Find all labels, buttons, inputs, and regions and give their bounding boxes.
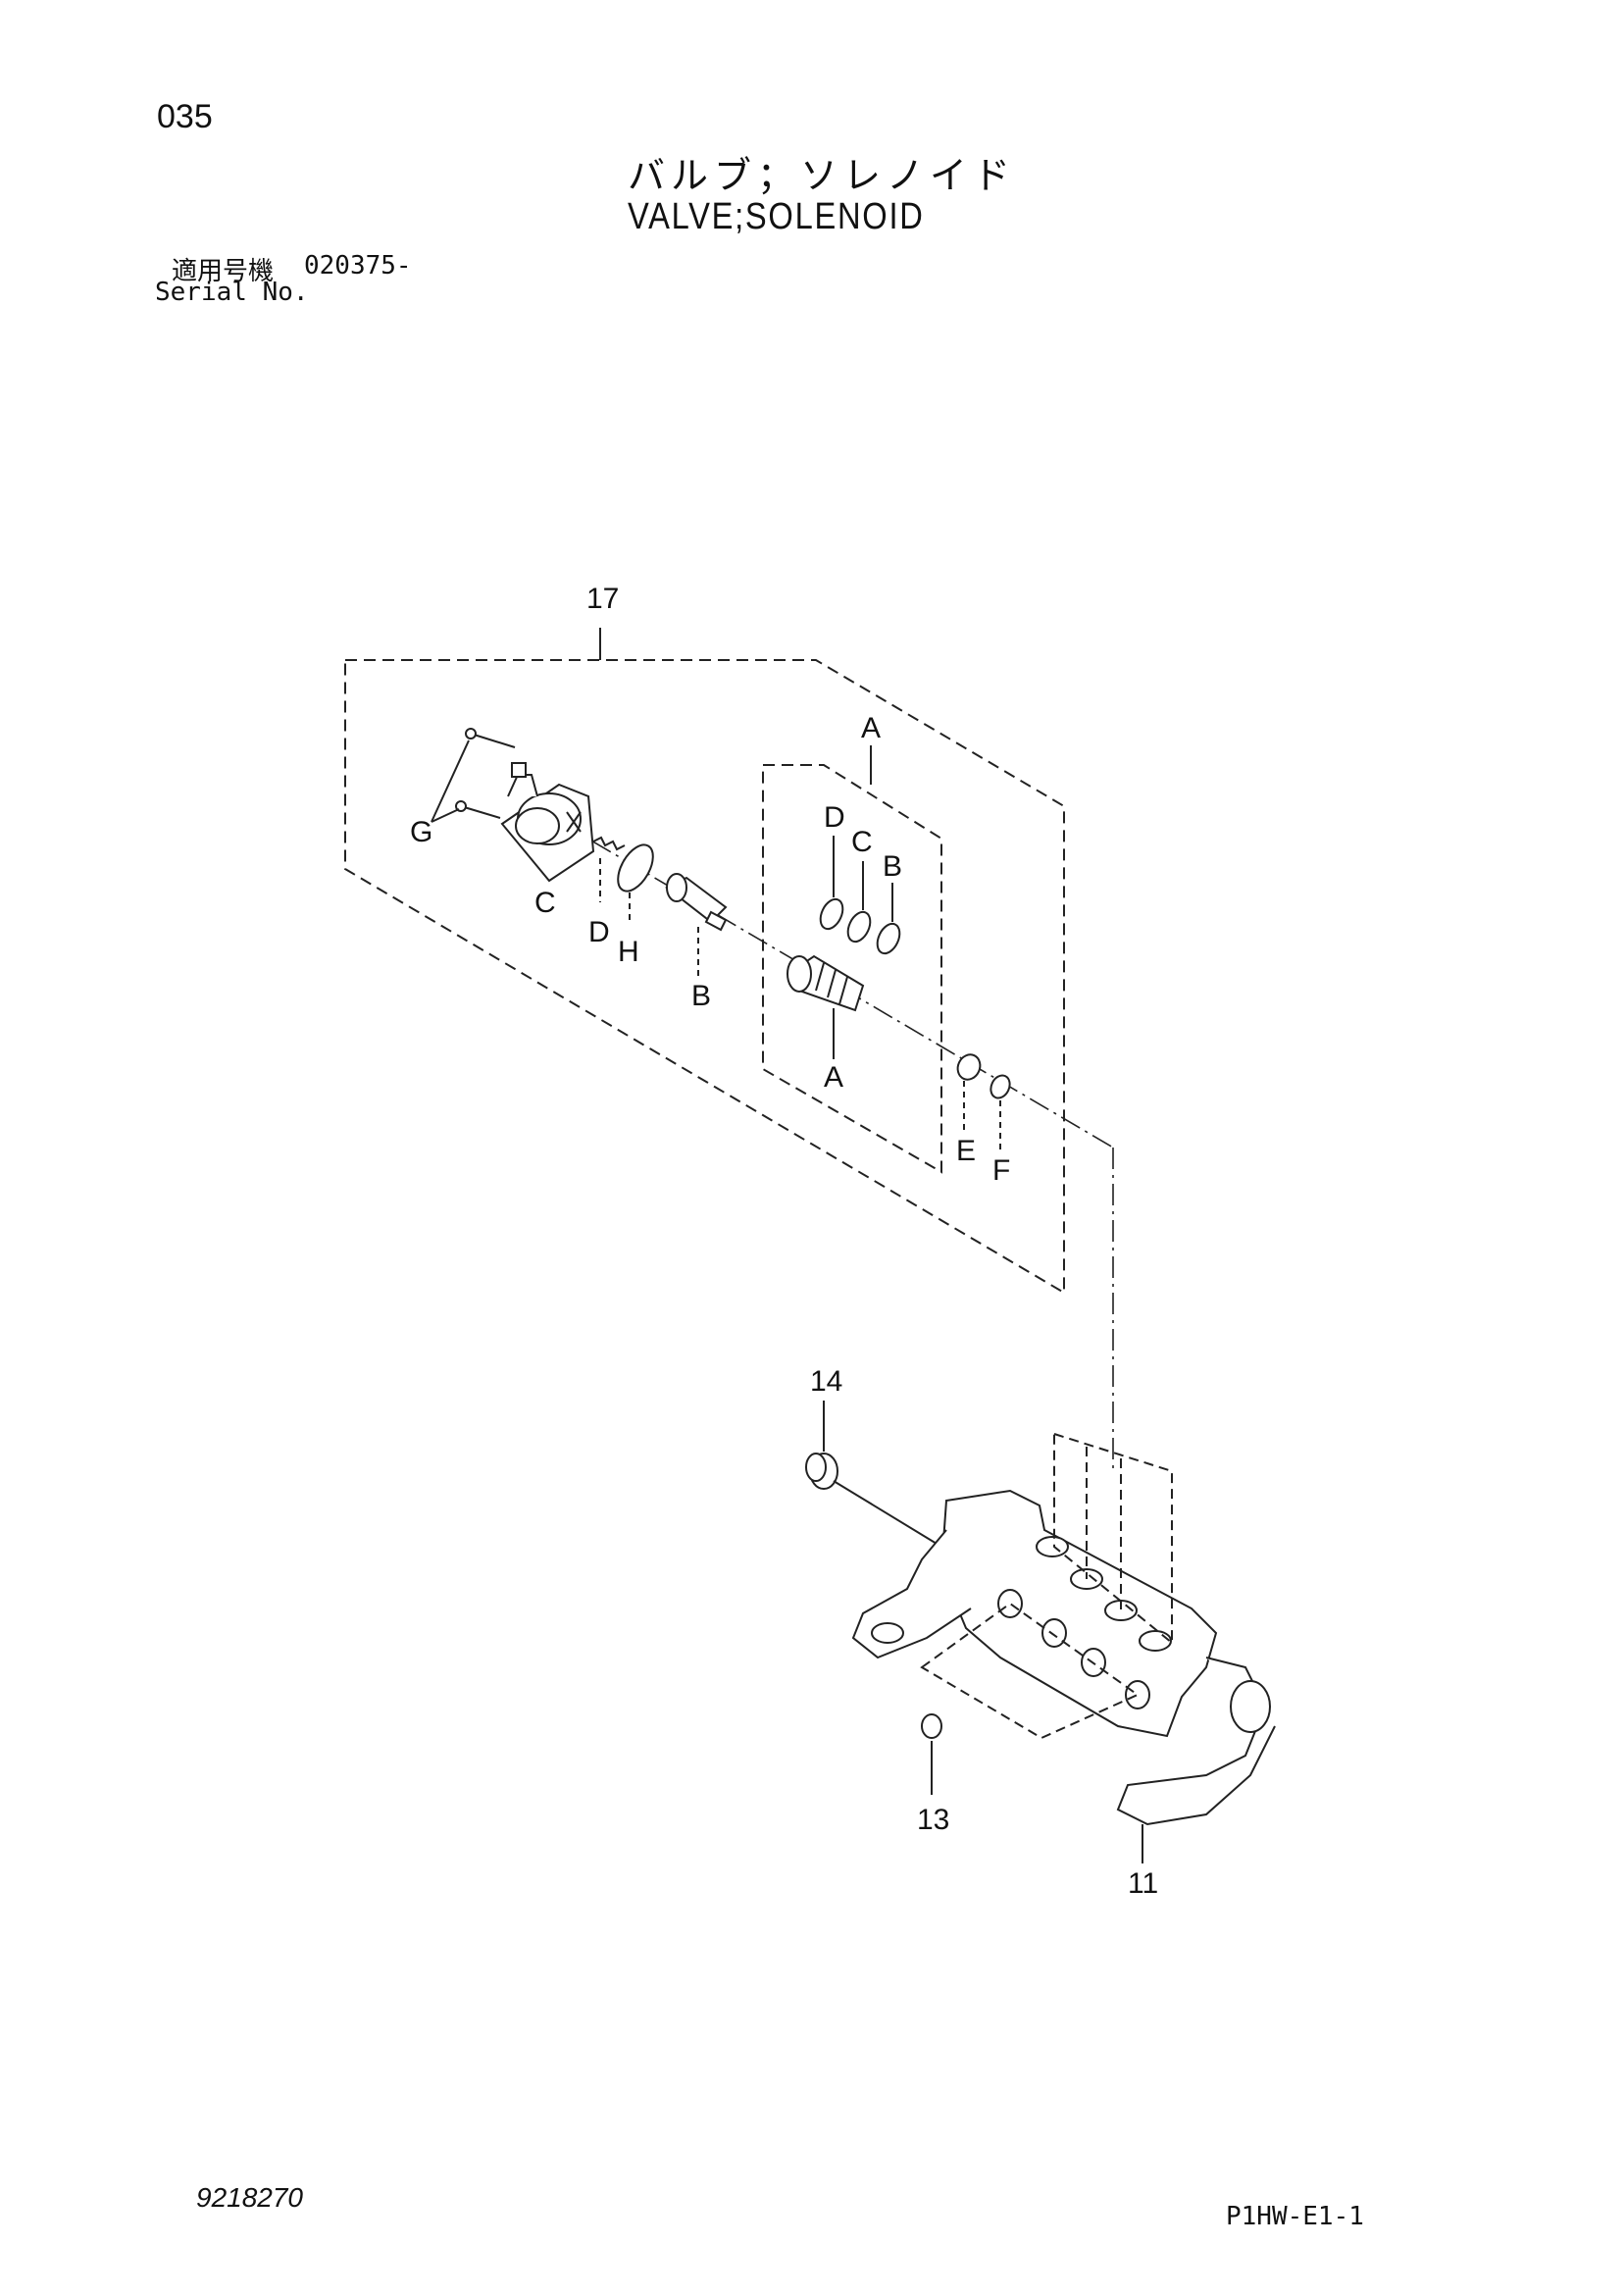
sleeve-A (787, 954, 865, 1012)
callout-13: 13 (917, 1804, 949, 1836)
plug-14-axis (833, 1480, 947, 1551)
callout-14: 14 (810, 1365, 842, 1398)
callout-H: H (618, 936, 639, 968)
serial-number-value: 020375- (304, 251, 412, 281)
title-japanese: バルブ；ソレノイド (628, 154, 1017, 197)
valve-body-11 (851, 1489, 1276, 1826)
serial-label-english: Serial No. (155, 278, 309, 307)
pin-D (592, 836, 626, 851)
seal-C (846, 910, 872, 944)
screw-G-upper (465, 728, 516, 748)
callout-A-top: A (861, 712, 881, 744)
title-english: VALVE;SOLENOID (628, 196, 925, 237)
serial-label-japanese: 適用号機 (172, 257, 275, 286)
ring-F (990, 1074, 1011, 1099)
callout-D-seal: D (824, 801, 845, 834)
callout-G: G (410, 816, 432, 848)
solenoid-coil (500, 762, 595, 883)
callout-11: 11 (1128, 1867, 1158, 1900)
page-code: P1HW-E1-1 (1226, 2202, 1364, 2231)
seal-B (876, 922, 901, 955)
callout-E: E (956, 1135, 976, 1167)
plug-13-guide (920, 1602, 1140, 1740)
callout-F: F (992, 1154, 1010, 1187)
assembly-17-boundary (344, 659, 1065, 1295)
o-ring-H (617, 843, 654, 893)
page-number: 035 (157, 98, 213, 135)
leader-G-2 (431, 808, 460, 823)
assembly-A-boundary (762, 764, 942, 1174)
leader-G (431, 740, 470, 823)
port-insertion-guide (1053, 1432, 1173, 1646)
callout-A-bottom: A (824, 1061, 843, 1094)
screw-G-lower (455, 800, 501, 819)
callout-B-spool: B (691, 980, 711, 1012)
plug-13 (921, 1713, 942, 1739)
document-number: 9218270 (196, 2182, 304, 2213)
callout-C-solenoid: C (534, 887, 556, 919)
plug-14 (805, 1453, 838, 1490)
spool-B (665, 873, 728, 932)
callout-D-pin: D (588, 916, 610, 948)
callout-17: 17 (586, 583, 619, 615)
callout-B-seal: B (883, 850, 902, 883)
callout-C-seal: C (851, 826, 873, 858)
seal-D (819, 897, 844, 931)
plug-E (956, 1053, 982, 1081)
